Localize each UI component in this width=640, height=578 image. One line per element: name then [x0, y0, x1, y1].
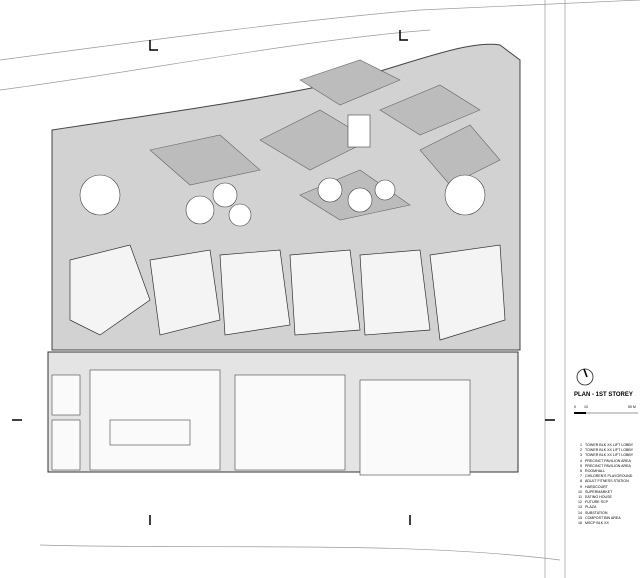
legend-label: SUBSTATION — [585, 510, 608, 515]
legend-number: 12 — [578, 500, 582, 505]
legend-number: 8 — [580, 479, 582, 484]
legend-number: 4 — [580, 458, 582, 463]
legend-label: CHILDREN'S PLAYGROUND — [585, 474, 633, 479]
legend-number: 14 — [578, 510, 582, 515]
north-arrow-icon — [576, 368, 594, 386]
legend-label: PRECINCT PAVILION AREA — [585, 458, 631, 463]
scale-end: 50 M — [628, 405, 636, 409]
legend-number: 1 — [580, 443, 582, 447]
scale-bar — [574, 412, 638, 414]
section-markers — [12, 30, 555, 525]
tower-blocks — [69, 244, 506, 341]
scale-mid: 10 — [584, 405, 588, 409]
legend-label: EATING HOUSE — [585, 495, 612, 500]
legend-label: MSCP BLK XX — [585, 521, 609, 526]
legend-label: SUPERMARKET — [585, 489, 613, 494]
legend-label: TOWER BLK XX LIFT LOBBY — [585, 443, 634, 447]
legend-number: 2 — [580, 448, 582, 453]
plan-title: PLAN - 1ST STOREY — [574, 392, 633, 398]
legend-label: HARDCOURT — [585, 484, 608, 489]
legend-number: 15 — [578, 515, 582, 520]
pavilions — [79, 114, 486, 227]
legend-label: TOWER BLK XX LIFT LOBBY — [585, 448, 634, 453]
legend-label: PLAZA — [585, 505, 597, 510]
legend-number: 5 — [580, 463, 582, 468]
legend-number: 16 — [578, 521, 582, 526]
legend-label: ROOMHALL — [585, 469, 606, 474]
legend-number: 13 — [578, 505, 582, 510]
legend-number: 3 — [580, 453, 582, 458]
legend-label: FUTURE SCP — [585, 500, 608, 505]
legend-label: PRECINCT PAVILION AREA — [585, 463, 631, 468]
legend-number: 9 — [580, 484, 582, 489]
legend-number: 11 — [578, 495, 582, 500]
legend-number: 6 — [580, 469, 582, 474]
podium-rooms — [51, 369, 471, 476]
legend-label: ADULT FITNESS STATION — [585, 479, 629, 484]
legend-number: 7 — [580, 474, 582, 479]
legend-label: COMPOST BIN AREA — [585, 515, 621, 520]
legend-label: TOWER BLK XX LIFT LOBBY — [585, 453, 634, 458]
scale-start: 0 — [574, 405, 576, 409]
legend-number: 10 — [578, 489, 582, 494]
